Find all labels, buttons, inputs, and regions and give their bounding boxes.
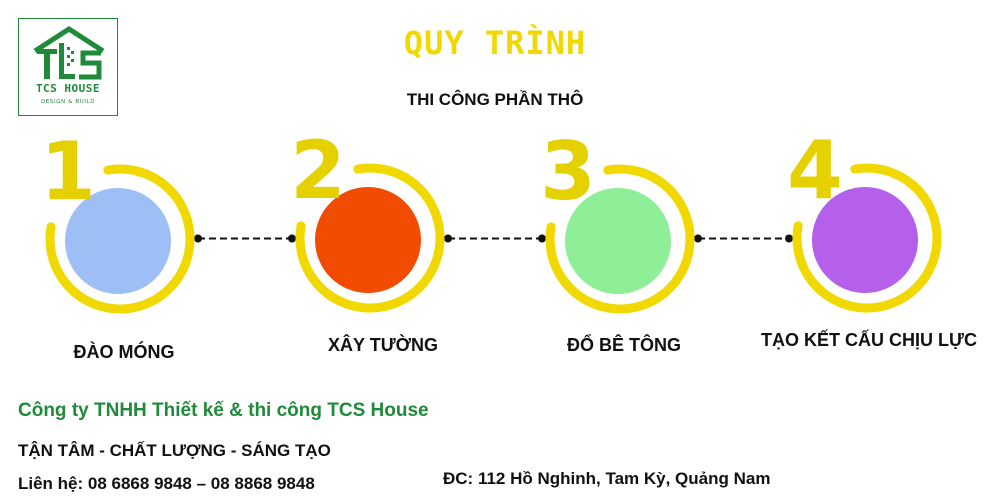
company-address: ĐC: 112 Hồ Nghinh, Tam Kỳ, Quảng Nam <box>443 469 771 488</box>
step-ring <box>295 163 445 313</box>
step-label: XÂY TƯỜNG <box>328 335 438 355</box>
step-connectors <box>194 234 793 243</box>
step-4: 4 <box>787 124 942 313</box>
step-label: ĐỔ BÊ TÔNG <box>566 335 682 355</box>
connector-dot <box>538 234 546 243</box>
company-name: Công ty TNHH Thiết kế & thi công TCS Hou… <box>18 400 429 421</box>
page-title: QUY TRÌNH <box>403 24 587 62</box>
company-slogan: TẬN TÂM - CHẤT LƯỢNG - SÁNG TẠO <box>18 441 331 460</box>
step-label: ĐÀO MÓNG <box>73 342 175 362</box>
step-circle <box>315 187 421 293</box>
step-1: 1 <box>40 125 195 314</box>
logo-tagline: DESIGN & BUILD <box>40 99 96 105</box>
step-circle <box>65 188 171 294</box>
step-ring <box>45 164 195 314</box>
step-circle <box>565 188 671 294</box>
connector-dot <box>288 234 296 243</box>
step-ring <box>792 163 942 313</box>
step-ring <box>545 164 695 314</box>
step-number: 3 <box>540 125 596 218</box>
connector-dot <box>444 234 452 243</box>
connector-dot <box>194 234 202 243</box>
connector-dot <box>694 234 702 243</box>
step-number: 4 <box>787 124 843 217</box>
connector-dot <box>785 234 793 243</box>
page-subtitle: THI CÔNG PHẦN THÔ <box>406 90 584 109</box>
step-2: 2 <box>290 124 445 313</box>
step-number: 2 <box>290 124 346 217</box>
contact-phone: Liên hệ: 08 6868 9848 – 08 8868 9848 <box>18 474 315 493</box>
logo-name: TCS HOUSE <box>35 82 101 95</box>
step-circle <box>812 187 918 293</box>
house-logo-icon <box>33 26 105 80</box>
step-3: 3 <box>540 125 695 314</box>
step-number: 1 <box>40 125 96 218</box>
step-group: 1 2 3 4 <box>40 124 942 314</box>
step-label: TẠO KẾT CẤU CHỊU LỰC <box>761 330 977 350</box>
company-logo: TCS HOUSE DESIGN & BUILD <box>18 18 118 116</box>
